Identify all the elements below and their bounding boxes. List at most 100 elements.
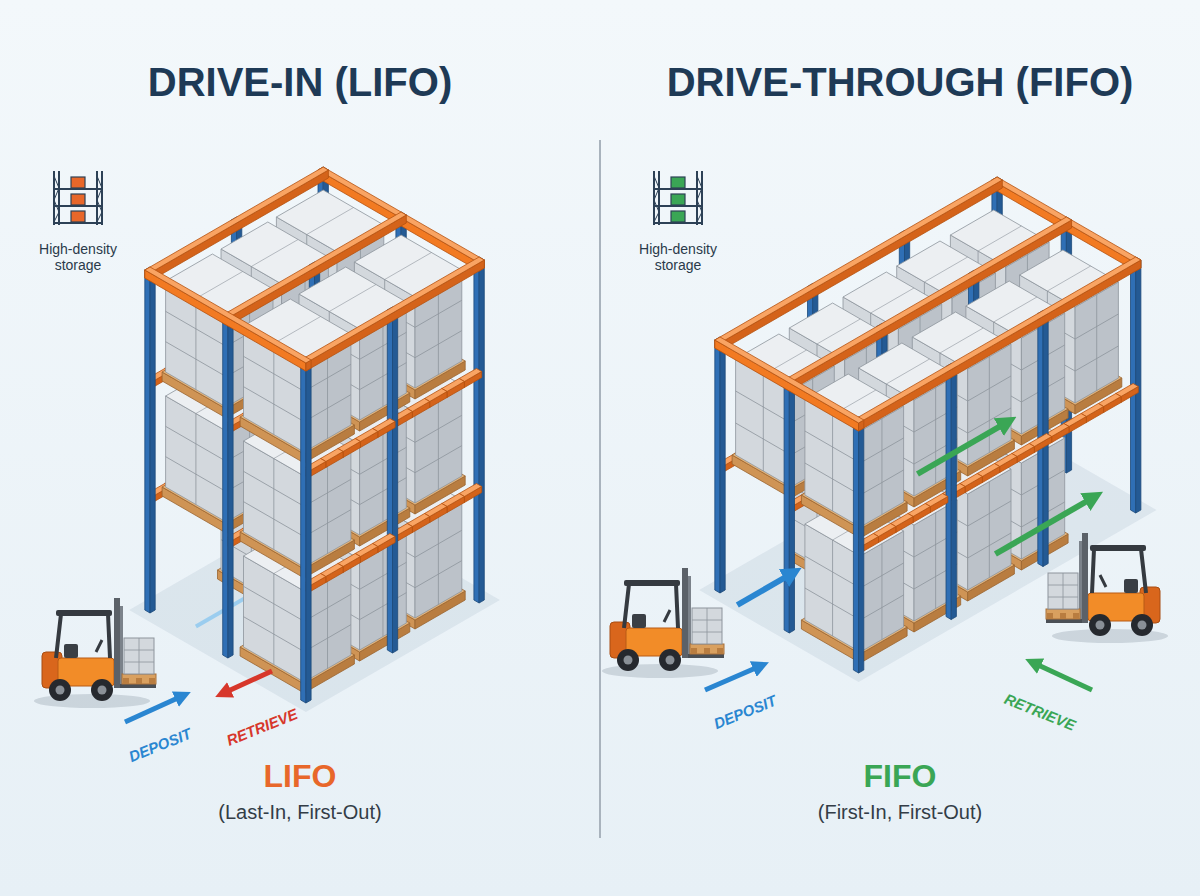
rack-rail xyxy=(891,514,914,527)
rack-beam xyxy=(145,167,329,273)
rack-beam xyxy=(228,215,406,326)
rack-rail xyxy=(442,494,465,507)
rack-rail xyxy=(459,484,482,497)
forklift-hub xyxy=(1096,621,1105,630)
carton-line xyxy=(935,388,936,484)
carton-line xyxy=(251,240,298,267)
rack-beam xyxy=(784,217,1072,383)
carton-line xyxy=(1063,573,1064,609)
rack-upright xyxy=(228,315,233,658)
rack-upright xyxy=(145,270,150,613)
rack-upright xyxy=(306,360,311,703)
rack-rail xyxy=(407,399,430,412)
rack-rail xyxy=(1116,384,1139,397)
flow-label: DEPOSIT xyxy=(711,692,779,733)
rack-upright xyxy=(474,260,479,603)
icon-upright xyxy=(101,171,103,225)
storage-rack xyxy=(129,167,500,712)
rack-rail xyxy=(908,504,931,517)
forklift-hub xyxy=(1138,621,1147,630)
forklift-wheel xyxy=(659,649,681,671)
pallet-block xyxy=(704,648,710,654)
rack-rail xyxy=(1081,404,1104,417)
flow-arrow xyxy=(917,424,1004,474)
rack-beam xyxy=(859,260,1141,431)
rack-upright xyxy=(715,340,720,593)
carton-line xyxy=(139,638,140,674)
forklift-wheel xyxy=(1131,614,1153,636)
pallet-load xyxy=(1048,573,1078,609)
icon-box xyxy=(671,177,685,188)
carton-line xyxy=(382,316,383,407)
rack-beam xyxy=(145,270,306,371)
rack-beam xyxy=(789,220,1071,391)
rack-rail xyxy=(1047,424,1070,437)
pallet-block xyxy=(123,678,129,684)
rack-beam xyxy=(853,257,1141,423)
carton-line xyxy=(382,431,383,522)
rack-beam xyxy=(720,180,1002,351)
flow-arrow xyxy=(705,667,758,690)
rack-upright xyxy=(479,260,484,603)
method-name: FIFO xyxy=(864,758,937,795)
forklift-mast xyxy=(114,598,120,688)
rack-rail xyxy=(338,439,361,452)
icon-upright xyxy=(58,171,60,225)
panel-divider xyxy=(599,140,601,838)
carton-line xyxy=(438,514,439,605)
rack-rail xyxy=(1098,394,1121,407)
forklift-wheel xyxy=(617,649,639,671)
rack-beam xyxy=(301,257,485,363)
carton-line xyxy=(196,272,243,299)
rack-rail xyxy=(925,494,948,507)
pallet-block xyxy=(136,678,142,684)
method-description: (Last-In, First-Out) xyxy=(218,801,381,824)
carton-line xyxy=(881,544,882,640)
carton-line xyxy=(881,419,882,515)
rack-beam xyxy=(150,170,328,281)
rack-rail xyxy=(995,454,1018,467)
rack-rail xyxy=(407,514,430,527)
forklift-wheel xyxy=(49,679,71,701)
rack-beam xyxy=(145,267,311,363)
rack-upright xyxy=(859,420,864,673)
forklift-roof xyxy=(1090,545,1146,551)
forklift xyxy=(34,598,156,708)
forklift-seat xyxy=(64,644,78,658)
rack-rail xyxy=(373,534,396,547)
rack-upright xyxy=(387,310,392,653)
rack-rail xyxy=(1064,414,1087,427)
rack-rail xyxy=(425,504,448,517)
rack-rail xyxy=(373,419,396,432)
forklift-roof xyxy=(56,610,112,616)
carton-line xyxy=(329,285,376,312)
icon-brace xyxy=(54,176,59,222)
rack-beam xyxy=(306,260,484,371)
rack-rail xyxy=(321,449,344,462)
storage-note: High-density storage xyxy=(622,241,734,273)
flow-arrow xyxy=(1036,664,1092,690)
pallet-block xyxy=(149,678,155,684)
carton-line xyxy=(307,208,354,235)
rack-upright xyxy=(393,310,398,653)
forklift-guard xyxy=(56,614,110,658)
panel-title: DRIVE-THROUGH (FIFO) xyxy=(667,59,1134,105)
rack-icon xyxy=(654,171,702,225)
flow-arrow xyxy=(226,671,272,692)
icon-upright xyxy=(701,171,703,225)
forklift-fork xyxy=(688,654,724,658)
carton-line xyxy=(273,574,274,665)
forklift-hub xyxy=(624,656,633,665)
carton-line xyxy=(438,284,439,375)
pallet-load xyxy=(860,531,903,652)
carton-line xyxy=(273,344,274,435)
icon-upright xyxy=(658,171,660,225)
rack-rail xyxy=(425,389,448,402)
carton-line xyxy=(989,357,990,453)
forklift-hub xyxy=(98,686,107,695)
carton-line xyxy=(832,415,833,511)
forklift-steering xyxy=(96,640,102,652)
carton-line xyxy=(1096,295,1097,391)
icon-brace xyxy=(97,176,102,222)
